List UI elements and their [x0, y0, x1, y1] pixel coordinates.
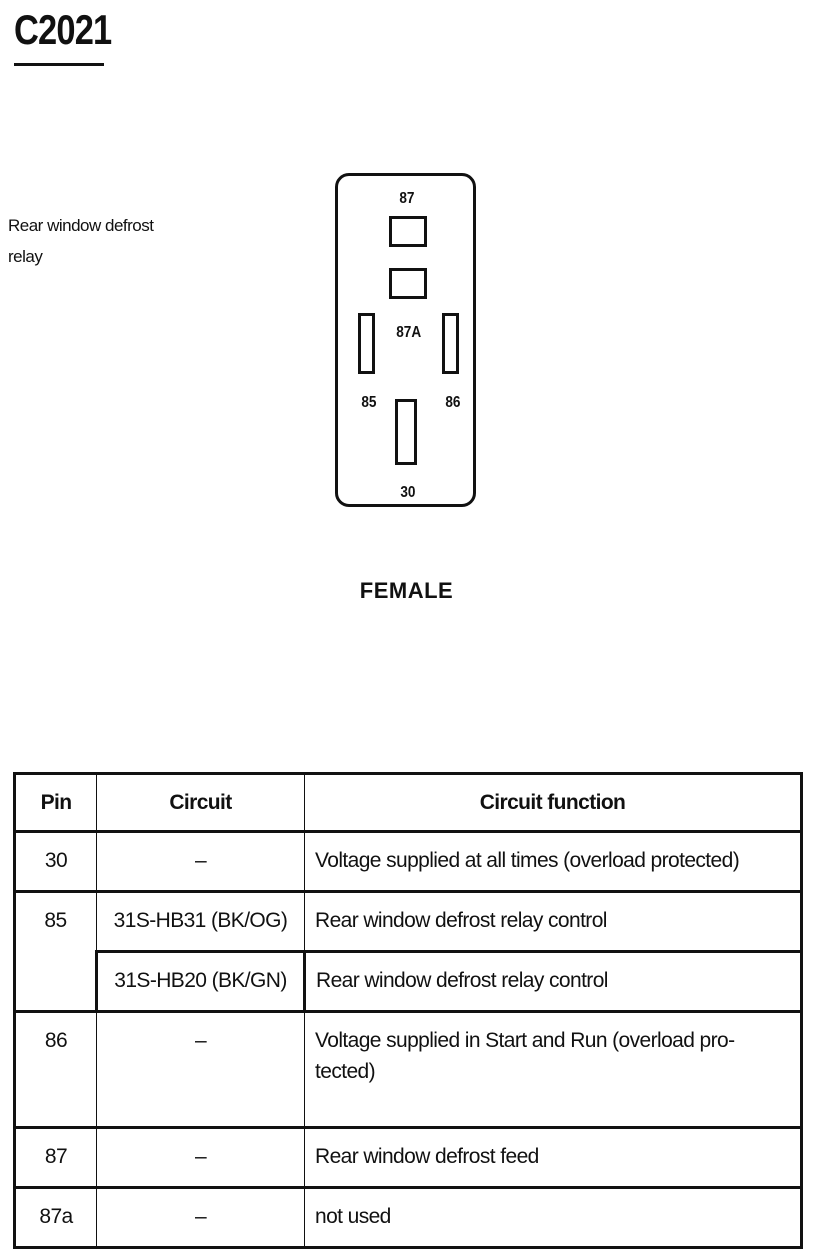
function-cell: Voltage supplied at all times (overload …: [304, 831, 803, 893]
component-label: Rear window defrost relay: [8, 216, 154, 266]
table-row: 31S-HB20 (BK/GN) Rear window defrost rel…: [15, 950, 803, 1013]
terminal-87: [389, 216, 427, 247]
header-circuit: Circuit: [96, 772, 305, 833]
title-underline: [14, 63, 104, 66]
terminal-label-87: 87: [399, 190, 415, 207]
terminal-85: [358, 313, 375, 374]
pin-cell: 85: [13, 891, 97, 1013]
table-row: 86 – Voltage supplied in Start and Run (…: [13, 1011, 803, 1129]
circuit-cell: –: [96, 831, 305, 893]
pin-cell: 87: [13, 1127, 97, 1189]
header-circuit-function: Circuit function: [304, 772, 803, 833]
function-cell: Rear window defrost relay control: [304, 891, 803, 952]
table-row: 87a – not used: [13, 1187, 803, 1249]
terminal-86: [442, 313, 459, 374]
table-row: 85 31S-HB31 (BK/OG) Rear window defrost …: [13, 891, 803, 1013]
connector-gender: FEMALE: [359, 578, 454, 603]
terminal-label-86: 86: [445, 394, 461, 411]
table-row: 87 – Rear window defrost feed: [13, 1127, 803, 1189]
circuit-cell: –: [96, 1011, 305, 1129]
header-pin: Pin: [13, 772, 97, 833]
terminal-label-87a: 87A: [396, 324, 422, 341]
terminal-label-85: 85: [361, 394, 377, 411]
pin-cell: 30: [13, 831, 97, 893]
terminal-30: [395, 399, 417, 465]
terminal-87a: [389, 268, 427, 299]
circuit-cell: –: [96, 1187, 305, 1249]
function-cell: Rear window defrost relay control: [303, 950, 803, 1013]
pinout-table: Pin Circuit Circuit function 30 – Voltag…: [13, 772, 803, 1249]
connector-face-diagram: 87 87A 85 86 30: [335, 173, 476, 507]
function-cell: Rear window defrost feed: [304, 1127, 803, 1189]
circuit-cell: 31S-HB31 (BK/OG): [96, 891, 305, 952]
circuit-cell: 31S-HB20 (BK/GN): [95, 950, 306, 1013]
table-header-row: Pin Circuit Circuit function: [13, 772, 803, 833]
pin-cell: 87a: [13, 1187, 97, 1249]
connector-title: C2021: [14, 6, 112, 53]
function-cell: Voltage supplied in Start and Run (overl…: [304, 1011, 803, 1129]
pin-cell: 86: [13, 1011, 97, 1129]
table-row: 30 – Voltage supplied at all times (over…: [13, 831, 803, 893]
function-cell: not used: [304, 1187, 803, 1249]
terminal-label-30: 30: [400, 484, 416, 501]
circuit-cell: –: [96, 1127, 305, 1189]
